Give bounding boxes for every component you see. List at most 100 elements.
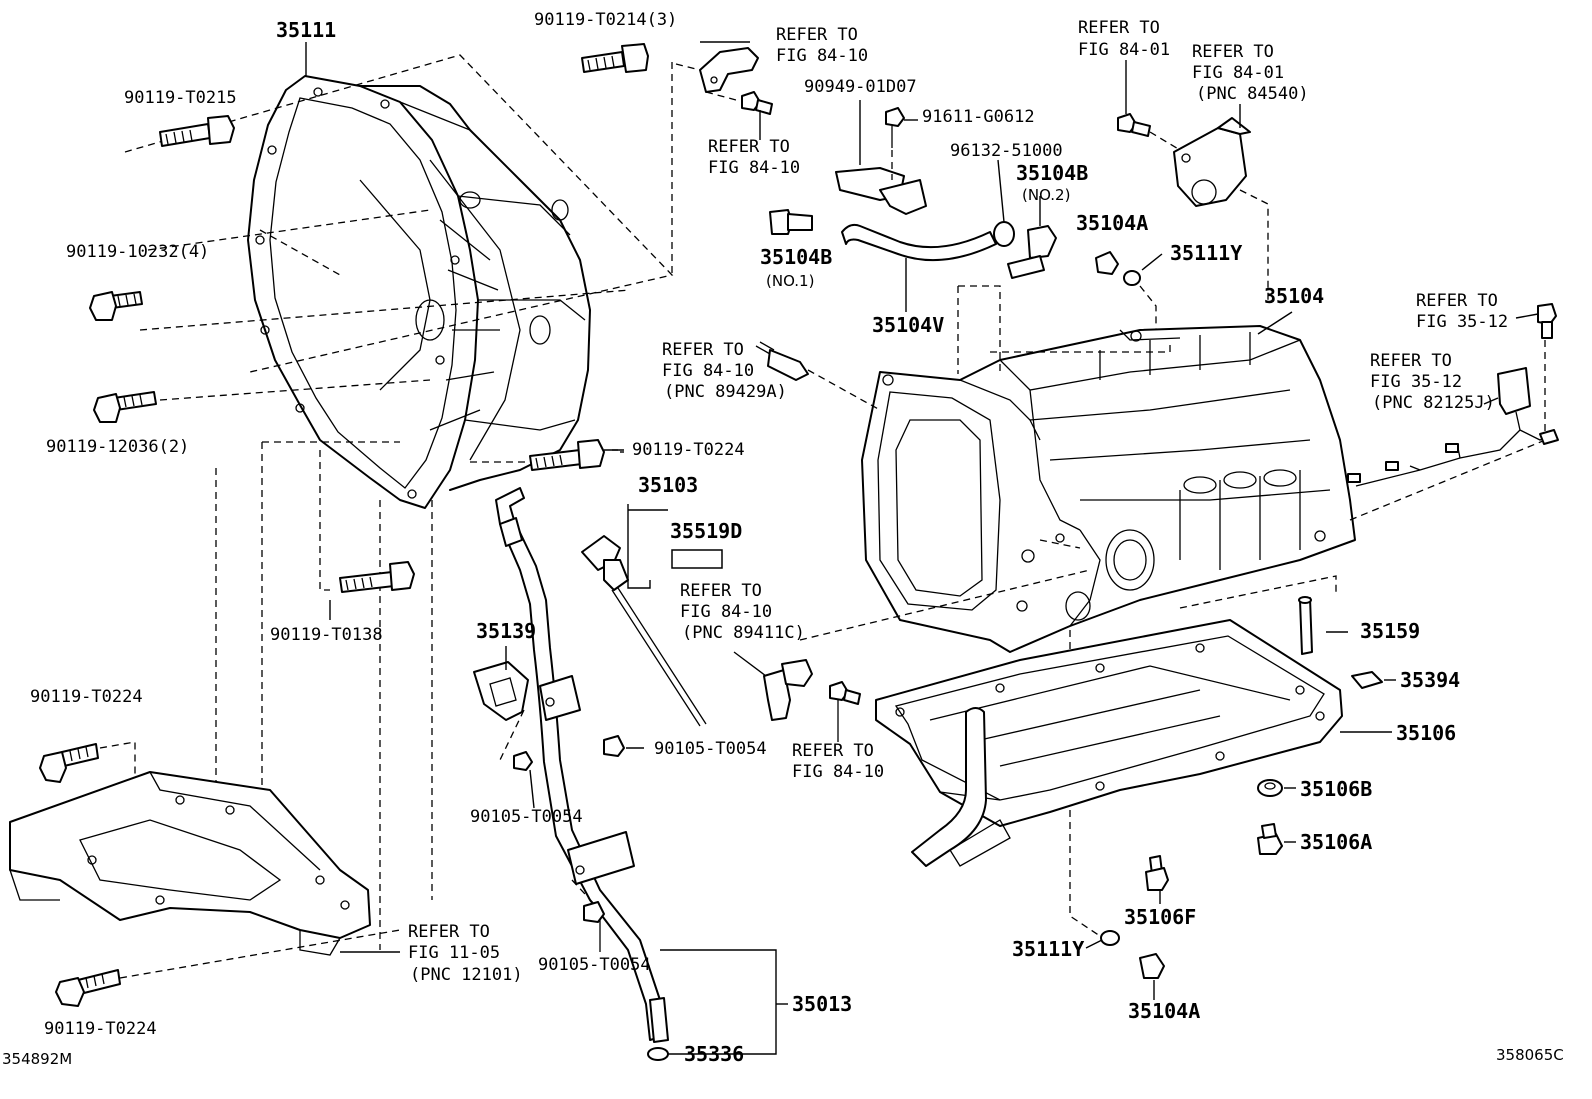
bolt-90119-12036-drawing [93,391,157,423]
bolt-90119-T0138-drawing [339,561,415,593]
label-refer-89429A-3: (PNC 89429A) [664,382,787,402]
label-35106F: 35106F [1124,905,1196,929]
bolt-90119-T0224-upper-drawing [529,439,605,471]
label-90119-T0215: 90119-T0215 [124,88,237,108]
label-refer-35-12-a1: REFER TO [1416,291,1498,311]
label-refer-89429A-2: FIG 84-10 [662,361,754,381]
sensor-89411C-drawing [733,651,813,721]
bolt-90119-T0224-left-drawing [39,743,99,783]
bell-housing-drawing [247,75,591,509]
label-refer-89429A-1: REFER TO [662,340,744,360]
label-refer-84-10-a2: FIG 84-10 [776,46,868,66]
sensor-89429A-drawing [755,341,809,381]
label-refer-11-05-3: (PNC 12101) [410,965,523,985]
label-35104B-no1: 35104B [760,245,832,269]
bolt-91611-drawing [885,107,905,180]
union-35104B-no2-drawing [1007,196,1057,279]
bolt-84-10-lower-drawing [829,681,861,742]
label-35104B-no1-sub: (NO.1) [766,272,814,290]
label-refer-89411C-2: FIG 84-10 [680,602,772,622]
case-guides [799,285,1561,937]
label-90119-T0224-a: 90119-T0224 [632,440,745,460]
label-91611-G0612: 91611-G0612 [922,107,1035,127]
dipstick-tube-35013-drawing [495,487,669,1043]
label-35111: 35111 [276,18,336,42]
bolt-35-12-drawing [1537,303,1557,339]
label-35111Y-top: 35111Y [1170,241,1242,265]
sensor-84540-drawing [1173,117,1269,300]
oring-35111Y-top-drawing [1123,253,1163,334]
tube-35159-drawing [1298,596,1313,655]
label-90119-T0224-c: 90119-T0224 [44,1019,157,1039]
label-90119-T0214: 90119-T0214(3) [534,10,677,30]
label-35103: 35103 [638,473,698,497]
label-refer-35-12-b3: (PNC 82125J) [1372,393,1495,413]
label-35106A: 35106A [1300,830,1372,854]
bolt-90119-T0215-drawing [159,115,235,147]
label-35106: 35106 [1396,721,1456,745]
harness-82125J-drawing [1347,367,1559,487]
label-35104V: 35104V [872,313,944,337]
plug-35106F-drawing [1145,855,1169,891]
leader-lines [305,41,1539,1055]
filler-pipe-drawing [911,707,1011,867]
gasket-35106B-drawing [1257,779,1283,797]
label-90105-T0054-a: 90105-T0054 [654,739,767,759]
label-refer-11-05-2: FIG 11-05 [408,943,500,963]
dipstick-35103-drawing [581,535,707,727]
label-35159: 35159 [1360,619,1420,643]
label-refer-89411C-3: (PNC 89411C) [682,623,805,643]
plug-35104A-top-drawing [1095,251,1119,275]
label-refer-89411C-1: REFER TO [680,581,762,601]
label-90119-T0138: 90119-T0138 [270,625,383,645]
label-35519D: 35519D [670,519,742,543]
label-90949-01D07: 90949-01D07 [804,77,917,97]
bolt-84-10-drawing [741,91,773,115]
label-35104: 35104 [1264,284,1324,308]
label-refer-35-12-b1: REFER TO [1370,351,1452,371]
bolt-90119-10232-drawing [89,291,143,321]
label-90105-T0054-c: 90105-T0054 [538,955,651,975]
hose-35104V-drawing [841,223,997,312]
label-35104A-top: 35104A [1076,211,1148,235]
label-refer-84-01-a1: REFER TO [1078,18,1160,38]
plug-35106A-drawing [1257,823,1283,855]
label-refer-35-12-a2: FIG 35-12 [1416,312,1508,332]
label-90119-T0224-b: 90119-T0224 [30,687,143,707]
oring-35336-drawing [647,1047,669,1061]
label-refer-84-10-c2: FIG 84-10 [792,762,884,782]
label-code-right: 358065C [1496,1046,1564,1064]
magnet-35394-drawing [1351,671,1383,689]
bracket-84-10-drawing [675,47,759,101]
label-35104A-bottom: 35104A [1128,999,1200,1023]
label-refer-84-10-b1: REFER TO [708,137,790,157]
label-35139: 35139 [476,619,536,643]
label-code-left: 354892M [2,1050,72,1068]
bolt-84-01-drawing [1117,113,1181,151]
label-35111Y-bottom: 35111Y [1012,937,1084,961]
bolts-90105-drawing [513,735,625,952]
label-35104B-no2-sub: (NO.2) [1022,186,1070,204]
label-35336: 35336 [684,1042,744,1066]
label-refer-84-10-b2: FIG 84-10 [708,158,800,178]
label-refer-84-10-a1: REFER TO [776,25,858,45]
bracket-35139-drawing [473,661,529,761]
plug-35104A-bottom-drawing [1139,953,1165,979]
union-35104B-no1-drawing [769,209,813,235]
labels: 35111 90119-T0214(3) 90119-T0215 90119-1… [2,10,1564,1068]
35519D-box [671,549,723,569]
label-90105-T0054-b: 90105-T0054 [470,807,583,827]
bolt-90119-T0224-lower-drawing [55,969,121,1007]
label-90119-12036: 90119-12036(2) [46,437,189,457]
label-refer-11-05-1: REFER TO [408,922,490,942]
clamp-96132-drawing [993,159,1015,247]
bolt-90119-T0214-drawing [581,43,649,73]
label-35394: 35394 [1400,668,1460,692]
label-refer-84-01-b1: REFER TO [1192,42,1274,62]
label-refer-84-01-b3: (PNC 84540) [1196,84,1309,104]
label-35013: 35013 [792,992,852,1016]
lower-frame-drawing [9,771,371,956]
label-96132-51000: 96132-51000 [950,141,1063,161]
label-35104B-no2: 35104B [1016,161,1088,185]
